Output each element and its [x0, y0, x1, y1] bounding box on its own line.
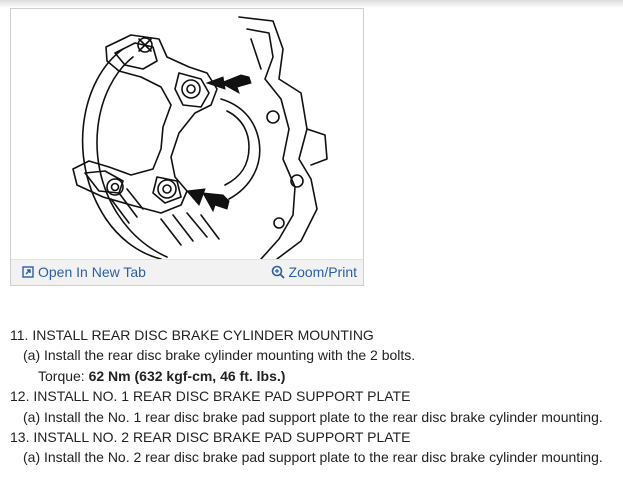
step-11-torque: Torque: 62 Nm (632 kgf-cm, 46 ft. lbs.) — [10, 366, 620, 386]
brake-diagram-image[interactable] — [11, 9, 363, 260]
step-13-sub-a: (a) Install the No. 2 rear disc brake pa… — [23, 449, 603, 466]
zoom-print-link[interactable]: Zoom/Print — [271, 264, 357, 280]
step-13-title: 13. INSTALL NO. 2 REAR DISC BRAKE PAD SU… — [10, 429, 411, 446]
open-in-new-tab-label: Open In New Tab — [38, 264, 146, 280]
zoom-print-label: Zoom/Print — [288, 264, 357, 280]
figure-card: Open In New Tab Zoom/Print — [10, 8, 364, 286]
step-12-sub-a: (a) Install the No. 1 rear disc brake pa… — [23, 408, 603, 425]
magnifier-icon — [271, 265, 285, 279]
step-11-sub-a: (a) Install the rear disc brake cylinder… — [23, 347, 416, 364]
top-shadow — [0, 0, 623, 8]
open-in-new-tab-link[interactable]: Open In New Tab — [22, 264, 146, 280]
open-in-new-tab-icon — [22, 266, 34, 278]
torque-value: 62 Nm (632 kgf-cm, 46 ft. lbs.) — [88, 367, 286, 384]
step-12-title: 12. INSTALL NO. 1 REAR DISC BRAKE PAD SU… — [10, 388, 411, 405]
brake-diagram-drawing — [72, 16, 328, 259]
instructions: 11. INSTALL REAR DISC BRAKE CYLINDER MOU… — [10, 325, 620, 468]
figure-footer: Open In New Tab Zoom/Print — [11, 260, 363, 285]
step-11-title: 11. INSTALL REAR DISC BRAKE CYLINDER MOU… — [10, 327, 374, 343]
torque-label: Torque: — [38, 367, 89, 384]
